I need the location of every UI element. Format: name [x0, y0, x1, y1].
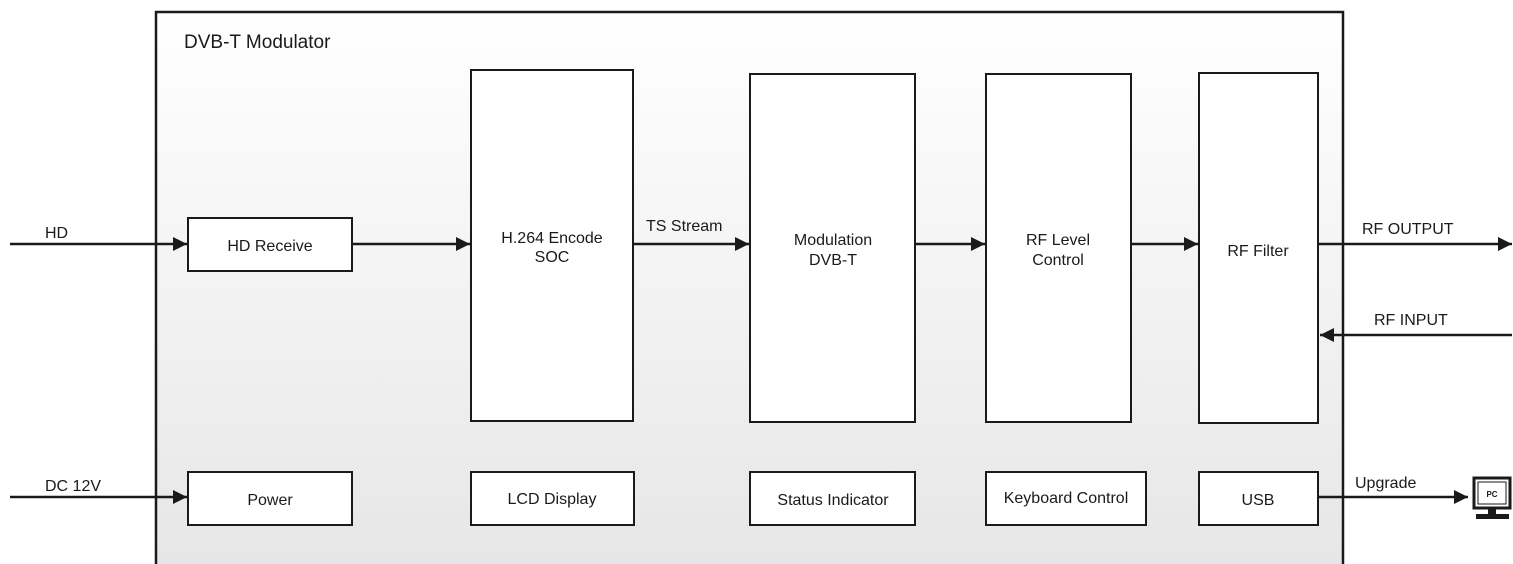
- modulation-dvbt-label: DVB-T: [809, 252, 857, 269]
- usb-block: USB: [1198, 471, 1319, 526]
- pc-monitor-icon: PC: [1472, 476, 1512, 519]
- h264-encode-label: H.264 Encode: [501, 230, 603, 247]
- keyboard-control-block: Keyboard Control: [985, 471, 1147, 526]
- lcd-display-block: LCD Display: [470, 471, 635, 526]
- diagram-title: DVB-T Modulator: [184, 32, 331, 53]
- rf-input-label: RF INPUT: [1374, 312, 1448, 329]
- rf-level-control-label: Control: [1032, 252, 1084, 269]
- modulation-block: Modulation DVB-T: [749, 73, 916, 423]
- hd-receive-label: HD Receive: [227, 238, 312, 255]
- rf-level-control-block: RF Level Control: [985, 73, 1132, 423]
- h264-encode-block: H.264 Encode SOC: [470, 69, 634, 422]
- hd-signal-label: HD: [45, 225, 68, 242]
- modulation-label: Modulation: [794, 232, 872, 249]
- power-block: Power: [187, 471, 353, 526]
- power-label: Power: [247, 492, 293, 509]
- rf-output-label: RF OUTPUT: [1362, 221, 1454, 238]
- keyboard-control-label: Keyboard Control: [1004, 490, 1129, 507]
- status-indicator-label: Status Indicator: [777, 492, 889, 509]
- rf-filter-label: RF Filter: [1227, 243, 1289, 260]
- ts-stream-label: TS Stream: [646, 218, 722, 235]
- lcd-display-label: LCD Display: [508, 491, 597, 508]
- h264-soc-label: SOC: [535, 249, 570, 266]
- usb-label: USB: [1242, 492, 1275, 509]
- hd-receive-block: HD Receive: [187, 217, 353, 272]
- dc-12v-label: DC 12V: [45, 478, 101, 495]
- rf-level-label: RF Level: [1026, 232, 1090, 249]
- status-indicator-block: Status Indicator: [749, 471, 916, 526]
- pc-label: PC: [1486, 490, 1497, 499]
- upgrade-label: Upgrade: [1355, 475, 1416, 492]
- rf-filter-block: RF Filter: [1198, 72, 1319, 424]
